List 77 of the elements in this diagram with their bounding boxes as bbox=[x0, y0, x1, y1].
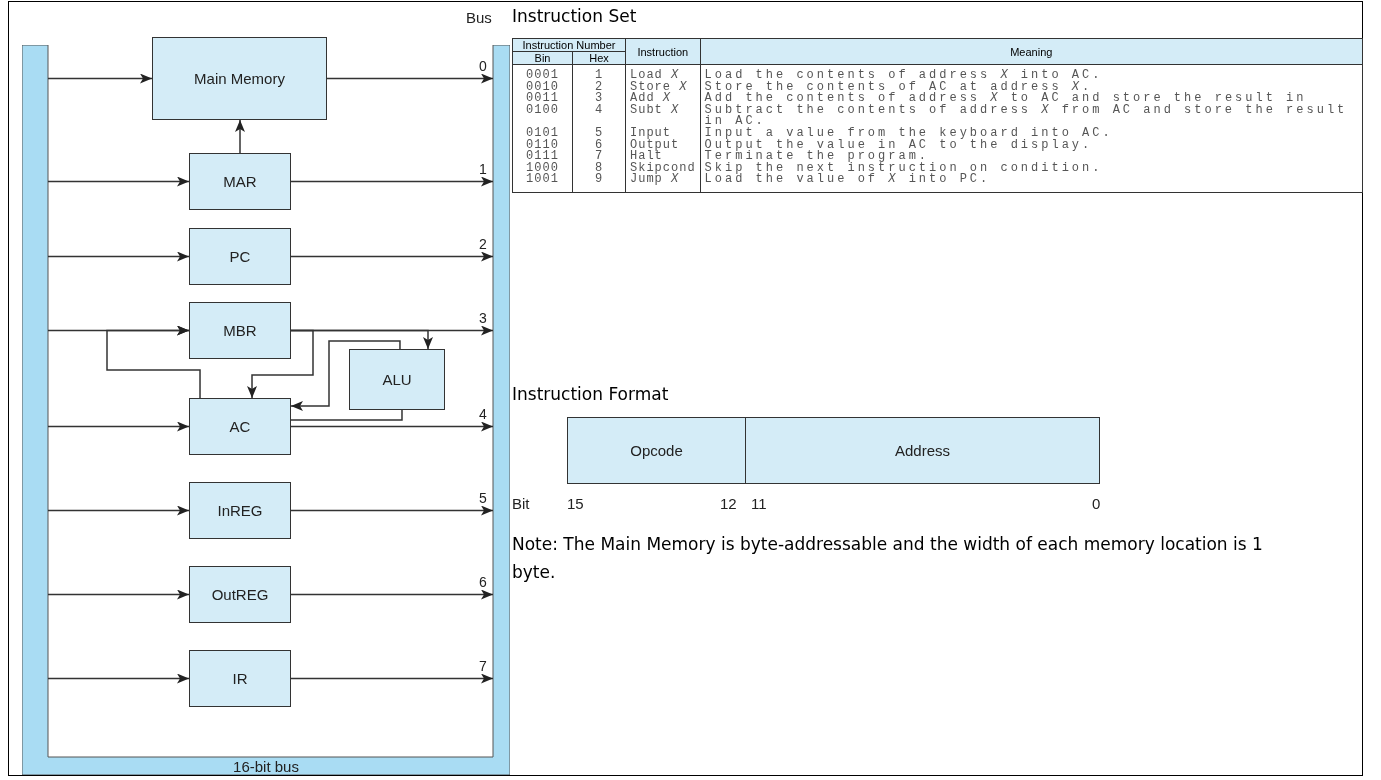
edge-label: 6 bbox=[478, 574, 488, 589]
arrow bbox=[290, 421, 494, 432]
arrow bbox=[290, 673, 494, 684]
register-box: AC bbox=[189, 398, 291, 455]
arrow bbox=[47, 589, 190, 600]
table-cell: Subt X bbox=[625, 104, 701, 128]
edge-label: 5 bbox=[478, 490, 488, 505]
arrow bbox=[47, 176, 190, 187]
table-cell: 0111 bbox=[512, 151, 573, 163]
edge-label: 4 bbox=[478, 406, 488, 421]
edge-label: 7 bbox=[478, 658, 488, 673]
table-cell: 1 bbox=[572, 64, 626, 82]
arrow bbox=[47, 73, 153, 84]
table-cell: 3 bbox=[572, 93, 626, 105]
edge-label: 2 bbox=[478, 236, 488, 251]
table-cell: Skipcond bbox=[625, 162, 701, 175]
table-cell: Load X bbox=[625, 64, 701, 82]
table-cell: Load the value of X into PC. bbox=[700, 174, 1363, 193]
table-cell: 7 bbox=[572, 151, 626, 163]
table-cell: Load the contents of address X into AC. bbox=[700, 64, 1363, 82]
section-heading: Instruction Format bbox=[512, 384, 669, 404]
field-box: Opcode bbox=[567, 417, 746, 484]
table-cell: Jump X bbox=[625, 174, 701, 193]
arrow bbox=[247, 329, 314, 399]
table-cell: Halt bbox=[625, 151, 701, 163]
table-cell: Subtract the contents of address X from AC and store the result in AC. bbox=[700, 104, 1363, 128]
section-heading: Instruction Set bbox=[512, 6, 637, 26]
bus-heading: Bus bbox=[466, 9, 492, 26]
bit-label: Bit bbox=[512, 495, 530, 512]
register-box: IR bbox=[189, 650, 291, 707]
table-cell: Input a value from the keyboard into AC. bbox=[700, 127, 1363, 140]
edge-label: 0 bbox=[478, 58, 488, 73]
table-cell: 0001 bbox=[512, 64, 573, 82]
table-cell: 9 bbox=[572, 174, 626, 193]
arrow bbox=[326, 73, 494, 84]
alu-box: ALU bbox=[349, 349, 445, 410]
arrow bbox=[235, 119, 245, 154]
arrow bbox=[47, 251, 190, 262]
bus-label: 16-bit bus bbox=[233, 758, 299, 775]
bit-number: 11 bbox=[751, 495, 767, 512]
table-cell: 0101 bbox=[512, 127, 573, 140]
arrow bbox=[106, 325, 201, 399]
arrow bbox=[47, 505, 190, 516]
table-cell: 0011 bbox=[512, 93, 573, 105]
bit-number: 0 bbox=[1092, 495, 1101, 512]
field-box: Address bbox=[745, 417, 1100, 484]
connector-line bbox=[290, 409, 403, 421]
bit-number: 12 bbox=[720, 495, 737, 512]
table-cell: 5 bbox=[572, 127, 626, 140]
register-box: MBR bbox=[189, 302, 291, 359]
register-box: OutREG bbox=[189, 566, 291, 623]
table-cell: Add the contents of address X to AC and store the result in bbox=[700, 93, 1363, 105]
edge-label: 1 bbox=[478, 161, 488, 176]
header-cell: Meaning bbox=[700, 38, 1363, 65]
bit-number: 15 bbox=[567, 495, 584, 512]
table-cell: Output bbox=[625, 139, 701, 152]
arrow bbox=[290, 251, 494, 262]
table-cell: 4 bbox=[572, 104, 626, 128]
table-cell: Terminate the program. bbox=[700, 151, 1363, 163]
header-cell: Instruction bbox=[625, 38, 701, 65]
arrow bbox=[290, 589, 494, 600]
memory-box: Main Memory bbox=[152, 37, 327, 120]
arrow bbox=[47, 421, 190, 432]
table-cell: Input bbox=[625, 127, 701, 140]
table-cell: 0100 bbox=[512, 104, 573, 128]
edge-label: 3 bbox=[478, 310, 488, 325]
note-text: Note: The Main Memory is byte-addressable and the width of each memory location is 1 byte. bbox=[512, 533, 1264, 584]
arrow bbox=[47, 673, 190, 684]
arrow bbox=[290, 176, 494, 187]
table-cell: 1001 bbox=[512, 174, 573, 193]
register-box: PC bbox=[189, 228, 291, 285]
register-box: MAR bbox=[189, 153, 291, 210]
register-box: InREG bbox=[189, 482, 291, 539]
table-cell: Add X bbox=[625, 93, 701, 105]
arrow bbox=[290, 340, 401, 411]
arrow bbox=[290, 505, 494, 516]
header-cell: Instruction Number bbox=[512, 38, 626, 52]
